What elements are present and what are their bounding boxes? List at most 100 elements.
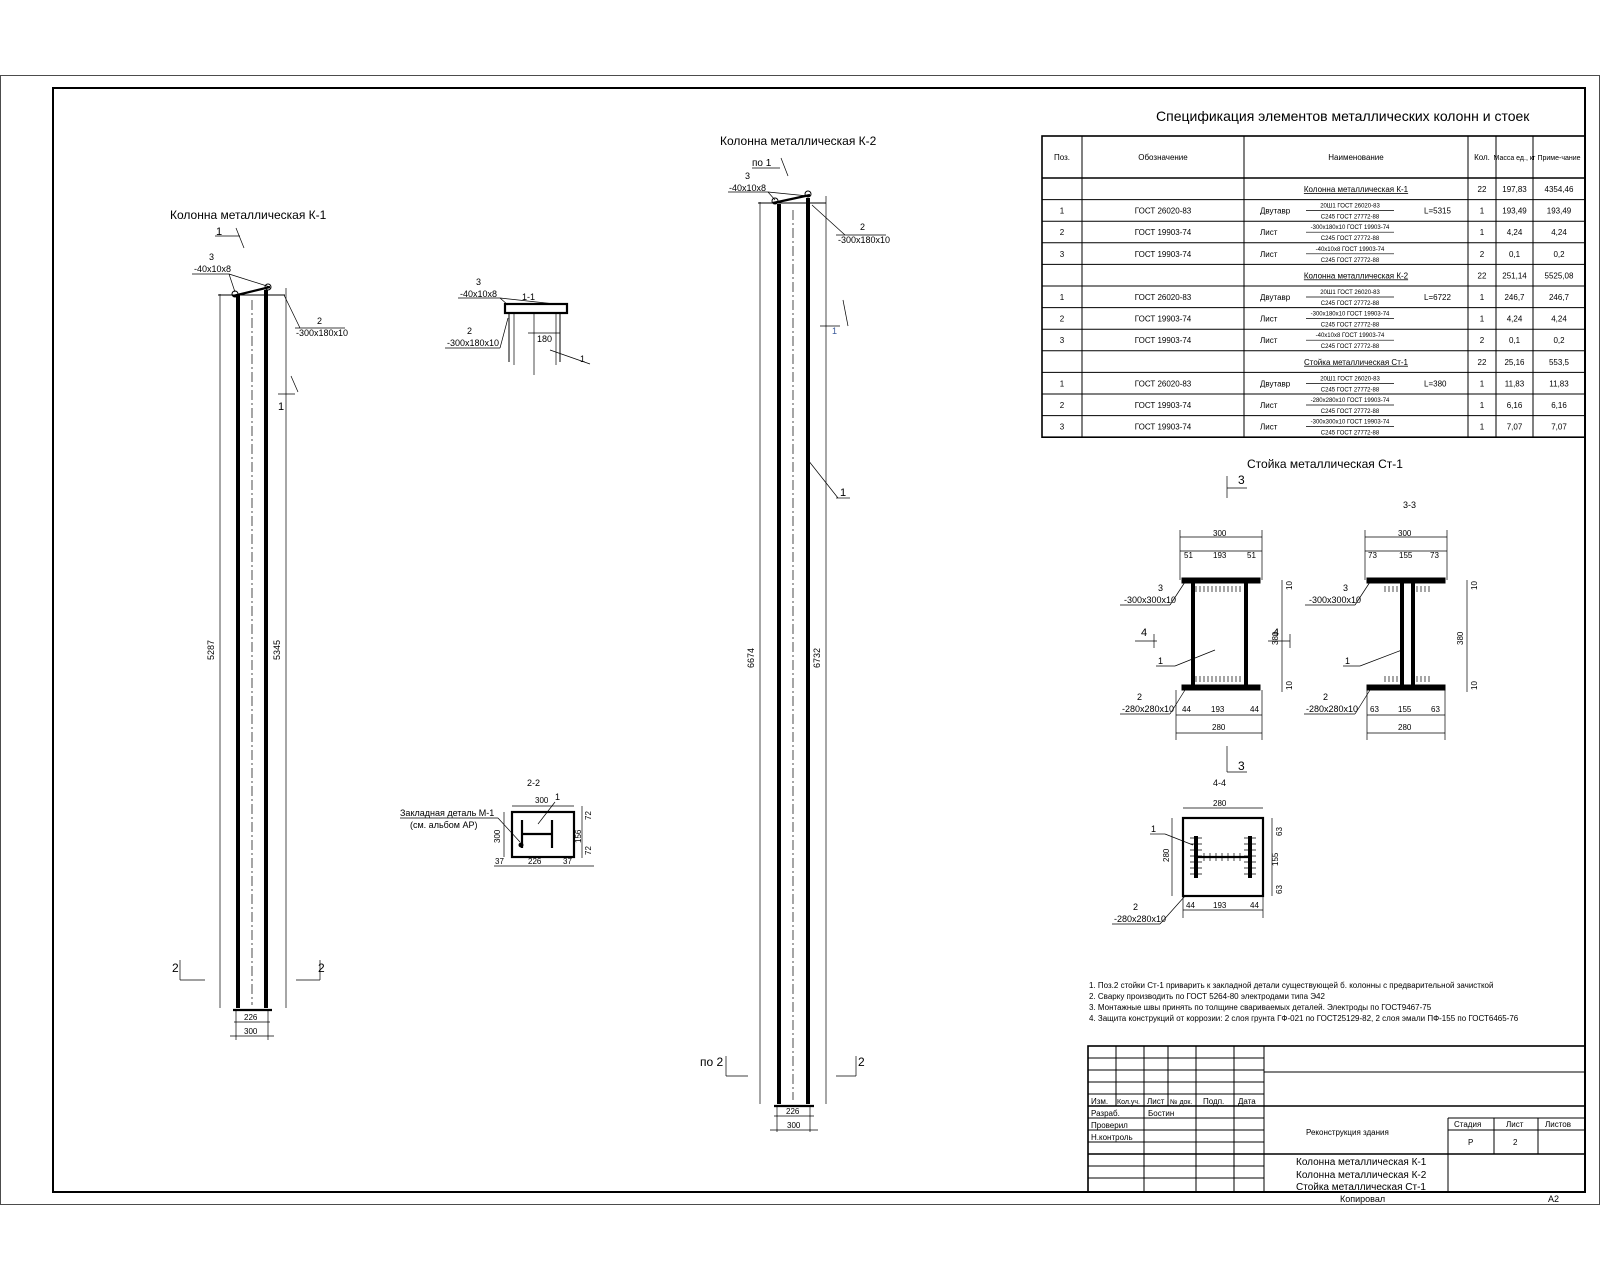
sec44-d193: 193 bbox=[1213, 901, 1227, 910]
spec-cell-note: 0,2 bbox=[1553, 336, 1565, 345]
sec44-d44a: 44 bbox=[1186, 901, 1195, 910]
spec-cell-mass: 25,16 bbox=[1504, 358, 1525, 367]
spec-cell-profile: 20Ш1 ГОСТ 26020-83 bbox=[1320, 376, 1380, 382]
st1b-d10b: 10 bbox=[1470, 681, 1479, 690]
spec-cell-name: Двутавр bbox=[1260, 293, 1291, 302]
spec-cell-profile: -40х10х8 ГОСТ 19903-74 bbox=[1316, 333, 1385, 339]
st1b-d155b: 155 bbox=[1398, 705, 1412, 714]
spec-cell-profile: 20Ш1 ГОСТ 26020-83 bbox=[1320, 290, 1380, 296]
spec-cell-note: 4354,46 bbox=[1545, 185, 1574, 194]
st1b-d73b: 73 bbox=[1430, 551, 1439, 560]
st1b-pos2: 2 bbox=[1323, 692, 1328, 702]
sec22-d226: 226 bbox=[528, 857, 542, 866]
spec-group-name: Колонна металлическая К-1 bbox=[1304, 185, 1409, 194]
stamp-list: 2 bbox=[1513, 1138, 1518, 1147]
column-k2: Колонна металлическая К-2 по 1 3 -40х10х… bbox=[700, 134, 890, 1132]
stamp-h-list: Лист bbox=[1147, 1097, 1165, 1106]
spec-cell-designation: ГОСТ 26020-83 bbox=[1135, 379, 1192, 388]
st1a-d51a: 51 bbox=[1184, 551, 1193, 560]
spec-header-designation: Обозначение bbox=[1138, 153, 1188, 162]
st1b-pos1: 1 bbox=[1345, 656, 1350, 666]
spec-cell-pos: 3 bbox=[1060, 336, 1065, 345]
spec-cell-steel: С245 ГОСТ 27772-88 bbox=[1321, 258, 1380, 264]
k1-pos3: 3 bbox=[209, 252, 214, 262]
spec-cell-qty: 1 bbox=[1480, 423, 1485, 432]
spec-cell-steel: С245 ГОСТ 27772-88 bbox=[1321, 323, 1380, 329]
spec-cell-note: 193,49 bbox=[1547, 207, 1572, 216]
section-2-2: 2-2 1 Закладная деталь М-1 (см. альбом А… bbox=[400, 778, 594, 867]
st1b-w300: 300 bbox=[1398, 529, 1412, 538]
stamp-h-izm: Изм. bbox=[1091, 1097, 1108, 1106]
st1a-plate2: -280х280х10 bbox=[1122, 704, 1174, 714]
stamp-h-doc: № док. bbox=[1170, 1099, 1192, 1106]
stamp-h-list2: Лист bbox=[1506, 1120, 1524, 1129]
stand-st1: Стойка металлическая Ст-1 3 3-3 300 51 1… bbox=[1120, 457, 1479, 773]
spec-cell-pos: 2 bbox=[1060, 228, 1065, 237]
sec22-embedded-1: Закладная деталь М-1 bbox=[400, 808, 494, 818]
sec44-d63b: 63 bbox=[1275, 885, 1284, 894]
spec-cell-name: Лист bbox=[1260, 315, 1278, 324]
st1-cut3-top: 3 bbox=[1238, 473, 1245, 487]
st1-title: Стойка металлическая Ст-1 bbox=[1247, 457, 1403, 471]
spec-cell-designation: ГОСТ 26020-83 bbox=[1135, 207, 1192, 216]
k2-title: Колонна металлическая К-2 bbox=[720, 134, 877, 148]
st1b-d73a: 73 bbox=[1368, 551, 1377, 560]
spec-cell-mass: 197,83 bbox=[1502, 185, 1527, 194]
k1-dim-right: 5345 bbox=[272, 640, 282, 660]
spec-cell-length: L=6722 bbox=[1424, 293, 1451, 302]
st1a-d44a: 44 bbox=[1182, 705, 1191, 714]
stamp-h-date: Дата bbox=[1238, 1097, 1256, 1106]
sec44-pos2: 2 bbox=[1133, 902, 1138, 912]
st1b-d155: 155 bbox=[1399, 551, 1413, 560]
sec44-title: 4-4 bbox=[1213, 778, 1226, 788]
sec22-d300-top: 300 bbox=[535, 796, 549, 805]
k1-dim-300: 300 bbox=[244, 1027, 258, 1036]
k2-po2: по 2 bbox=[700, 1055, 724, 1069]
sec22-pos1: 1 bbox=[555, 792, 560, 802]
st1b-d63a: 63 bbox=[1370, 705, 1379, 714]
st1b-d380: 380 bbox=[1456, 631, 1465, 645]
spec-header-pos: Поз. bbox=[1054, 153, 1070, 162]
spec-cell-pos: 3 bbox=[1060, 250, 1065, 259]
stamp-sheet2: Колонна металлическая К-2 bbox=[1296, 1170, 1427, 1181]
spec-cell-designation: ГОСТ 19903-74 bbox=[1135, 228, 1192, 237]
st1b-pos3: 3 bbox=[1343, 583, 1348, 593]
spec-cell-mass: 193,49 bbox=[1502, 207, 1527, 216]
spec-cell-note: 7,07 bbox=[1551, 423, 1567, 432]
st1a-d51b: 51 bbox=[1247, 551, 1256, 560]
sec22-d72a: 72 bbox=[584, 811, 593, 820]
k1-title: Колонна металлическая К-1 bbox=[170, 208, 327, 222]
column-k1: Колонна металлическая К-1 1 3 -40х10х8 2… bbox=[170, 208, 348, 1040]
k2-plate2: -300х180х10 bbox=[838, 235, 890, 245]
spec-cell-profile: -300х300х10 ГОСТ 19903-74 bbox=[1311, 420, 1390, 426]
spec-cell-steel: С245 ГОСТ 27772-88 bbox=[1321, 215, 1380, 221]
st1-title-33: 3-3 bbox=[1403, 500, 1416, 510]
spec-cell-designation: ГОСТ 19903-74 bbox=[1135, 401, 1192, 410]
section-1-1: 1-1 3 -40х10х8 180 2 -300х180х10 1 bbox=[445, 277, 591, 375]
sec44-d44b: 44 bbox=[1250, 901, 1259, 910]
k2-pos2: 2 bbox=[860, 222, 865, 232]
sec11-title: 1-1 bbox=[522, 292, 535, 302]
spec-title: Спецификация элементов металлических кол… bbox=[1156, 108, 1530, 124]
st1a-pos2: 2 bbox=[1137, 692, 1142, 702]
st1a-w300: 300 bbox=[1213, 529, 1227, 538]
spec-cell-note: 553,5 bbox=[1549, 358, 1570, 367]
k2-dim-300: 300 bbox=[787, 1121, 801, 1130]
sec22-d156: 156 bbox=[574, 829, 583, 843]
spec-cell-steel: С245 ГОСТ 27772-88 bbox=[1321, 301, 1380, 307]
spec-cell-mass: 4,24 bbox=[1507, 315, 1523, 324]
spec-cell-note: 4,24 bbox=[1551, 315, 1567, 324]
section-4-4: 4-4 280 280 1 63 155 63 44 193 44 2 -280… bbox=[1112, 778, 1284, 925]
spec-cell-note: 4,24 bbox=[1551, 228, 1567, 237]
stamp-format: А2 bbox=[1548, 1194, 1559, 1204]
st1a-d10a: 10 bbox=[1285, 581, 1294, 590]
spec-cell-note: 11,83 bbox=[1549, 379, 1569, 388]
k2-po1: по 1 bbox=[752, 158, 772, 169]
sec22-d72b: 72 bbox=[584, 846, 593, 855]
k1-cut2-left: 2 bbox=[172, 961, 179, 975]
spec-cell-length: L=5315 bbox=[1424, 207, 1451, 216]
spec-cell-name: Двутавр bbox=[1260, 379, 1291, 388]
spec-cell-pos: 1 bbox=[1060, 207, 1065, 216]
spec-cell-mass: 251,14 bbox=[1502, 271, 1527, 280]
spec-cell-steel: С245 ГОСТ 27772-88 bbox=[1321, 387, 1380, 393]
